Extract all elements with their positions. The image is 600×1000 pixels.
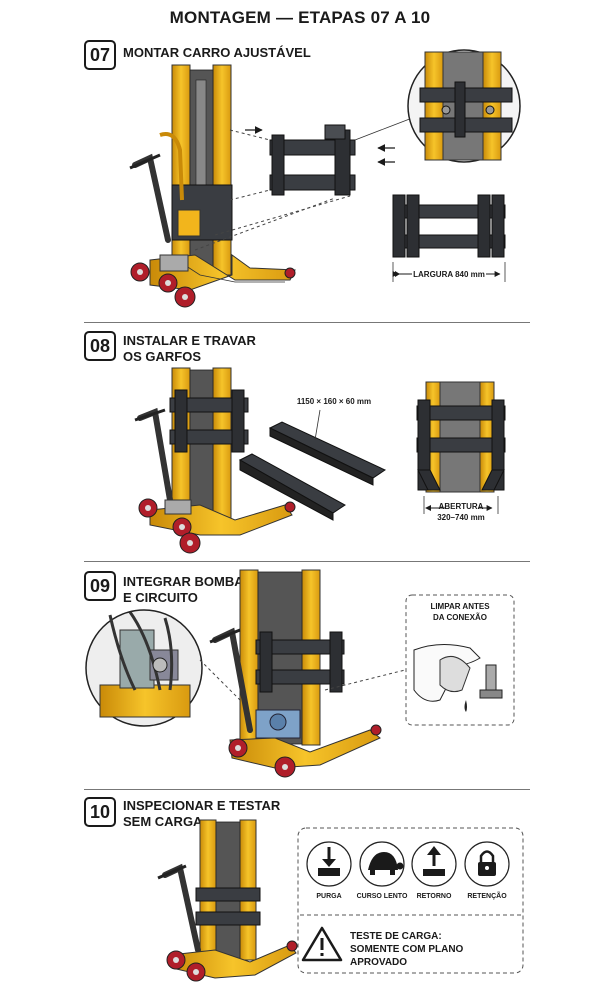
page-title: MONTAGEM — ETAPAS 07 A 10	[169, 8, 431, 27]
step-title-line2: SEM CARGA	[123, 814, 203, 829]
warning-text: TESTE DE CARGA: SOMENTE COM PLANO APROVA…	[350, 930, 520, 969]
stacker-illustration-08	[134, 367, 296, 554]
upload-icon	[411, 841, 457, 887]
clean-connection-box-09: LIMPAR ANTES DA CONEXÃO	[405, 594, 515, 726]
divider	[84, 561, 530, 562]
step-title-line1: INTEGRAR BOMBA	[123, 574, 244, 589]
opening-label-line1: ABERTURA	[439, 502, 484, 511]
download-icon	[306, 841, 352, 887]
width-label: LARGURA 840 mm	[413, 270, 485, 279]
clean-label-line1: LIMPAR ANTES	[430, 602, 490, 611]
lock-icon	[464, 841, 510, 887]
turtle-icon	[359, 841, 405, 887]
step-number: 07	[84, 40, 116, 70]
step-title-line2: E CIRCUITO	[123, 590, 198, 605]
step-number: 09	[84, 571, 116, 601]
step-title-line1: INSTALAR E TRAVAR	[123, 333, 256, 348]
slow-stroke-label: CURSO LENTO	[356, 893, 408, 900]
divider	[84, 322, 530, 323]
pump-detail-circle-09	[85, 609, 203, 727]
step-title: MONTAR CARRO AJUSTÁVEL	[123, 45, 311, 60]
opening-label-line2: 320–740 mm	[437, 513, 485, 522]
retention-label: RETENÇÃO	[467, 893, 507, 900]
fork-opening-detail-08: ABERTURA 320–740 mm	[416, 381, 506, 522]
fork-size-label: 1150 × 160 × 60 mm	[297, 397, 371, 406]
return-label: RETORNO	[416, 893, 452, 900]
carriage-exploded-07	[194, 114, 421, 251]
step-title-line1: INSPECIONAR E TESTAR	[123, 798, 281, 813]
stacker-illustration-09	[209, 569, 382, 778]
warning-icon	[301, 926, 343, 962]
divider	[84, 789, 530, 790]
warning-line1: TESTE DE CARGA:	[350, 931, 442, 942]
detail-circle-07	[407, 49, 521, 163]
forks-08: 1150 × 160 × 60 mm	[238, 397, 387, 521]
step-number: 10	[84, 797, 116, 827]
purge-label: PURGA	[316, 893, 342, 900]
clean-label-line2: DA CONEXÃO	[433, 613, 487, 622]
step-number: 08	[84, 331, 116, 361]
test-panel-10	[297, 827, 524, 974]
stacker-illustration-10	[157, 819, 298, 982]
step-title-line2: OS GARFOS	[123, 349, 202, 364]
stacker-illustration-07	[129, 64, 296, 308]
carriage-frame-07: LARGURA 840 mm	[392, 194, 506, 282]
warning-line2: SOMENTE COM PLANO APROVADO	[350, 944, 464, 968]
